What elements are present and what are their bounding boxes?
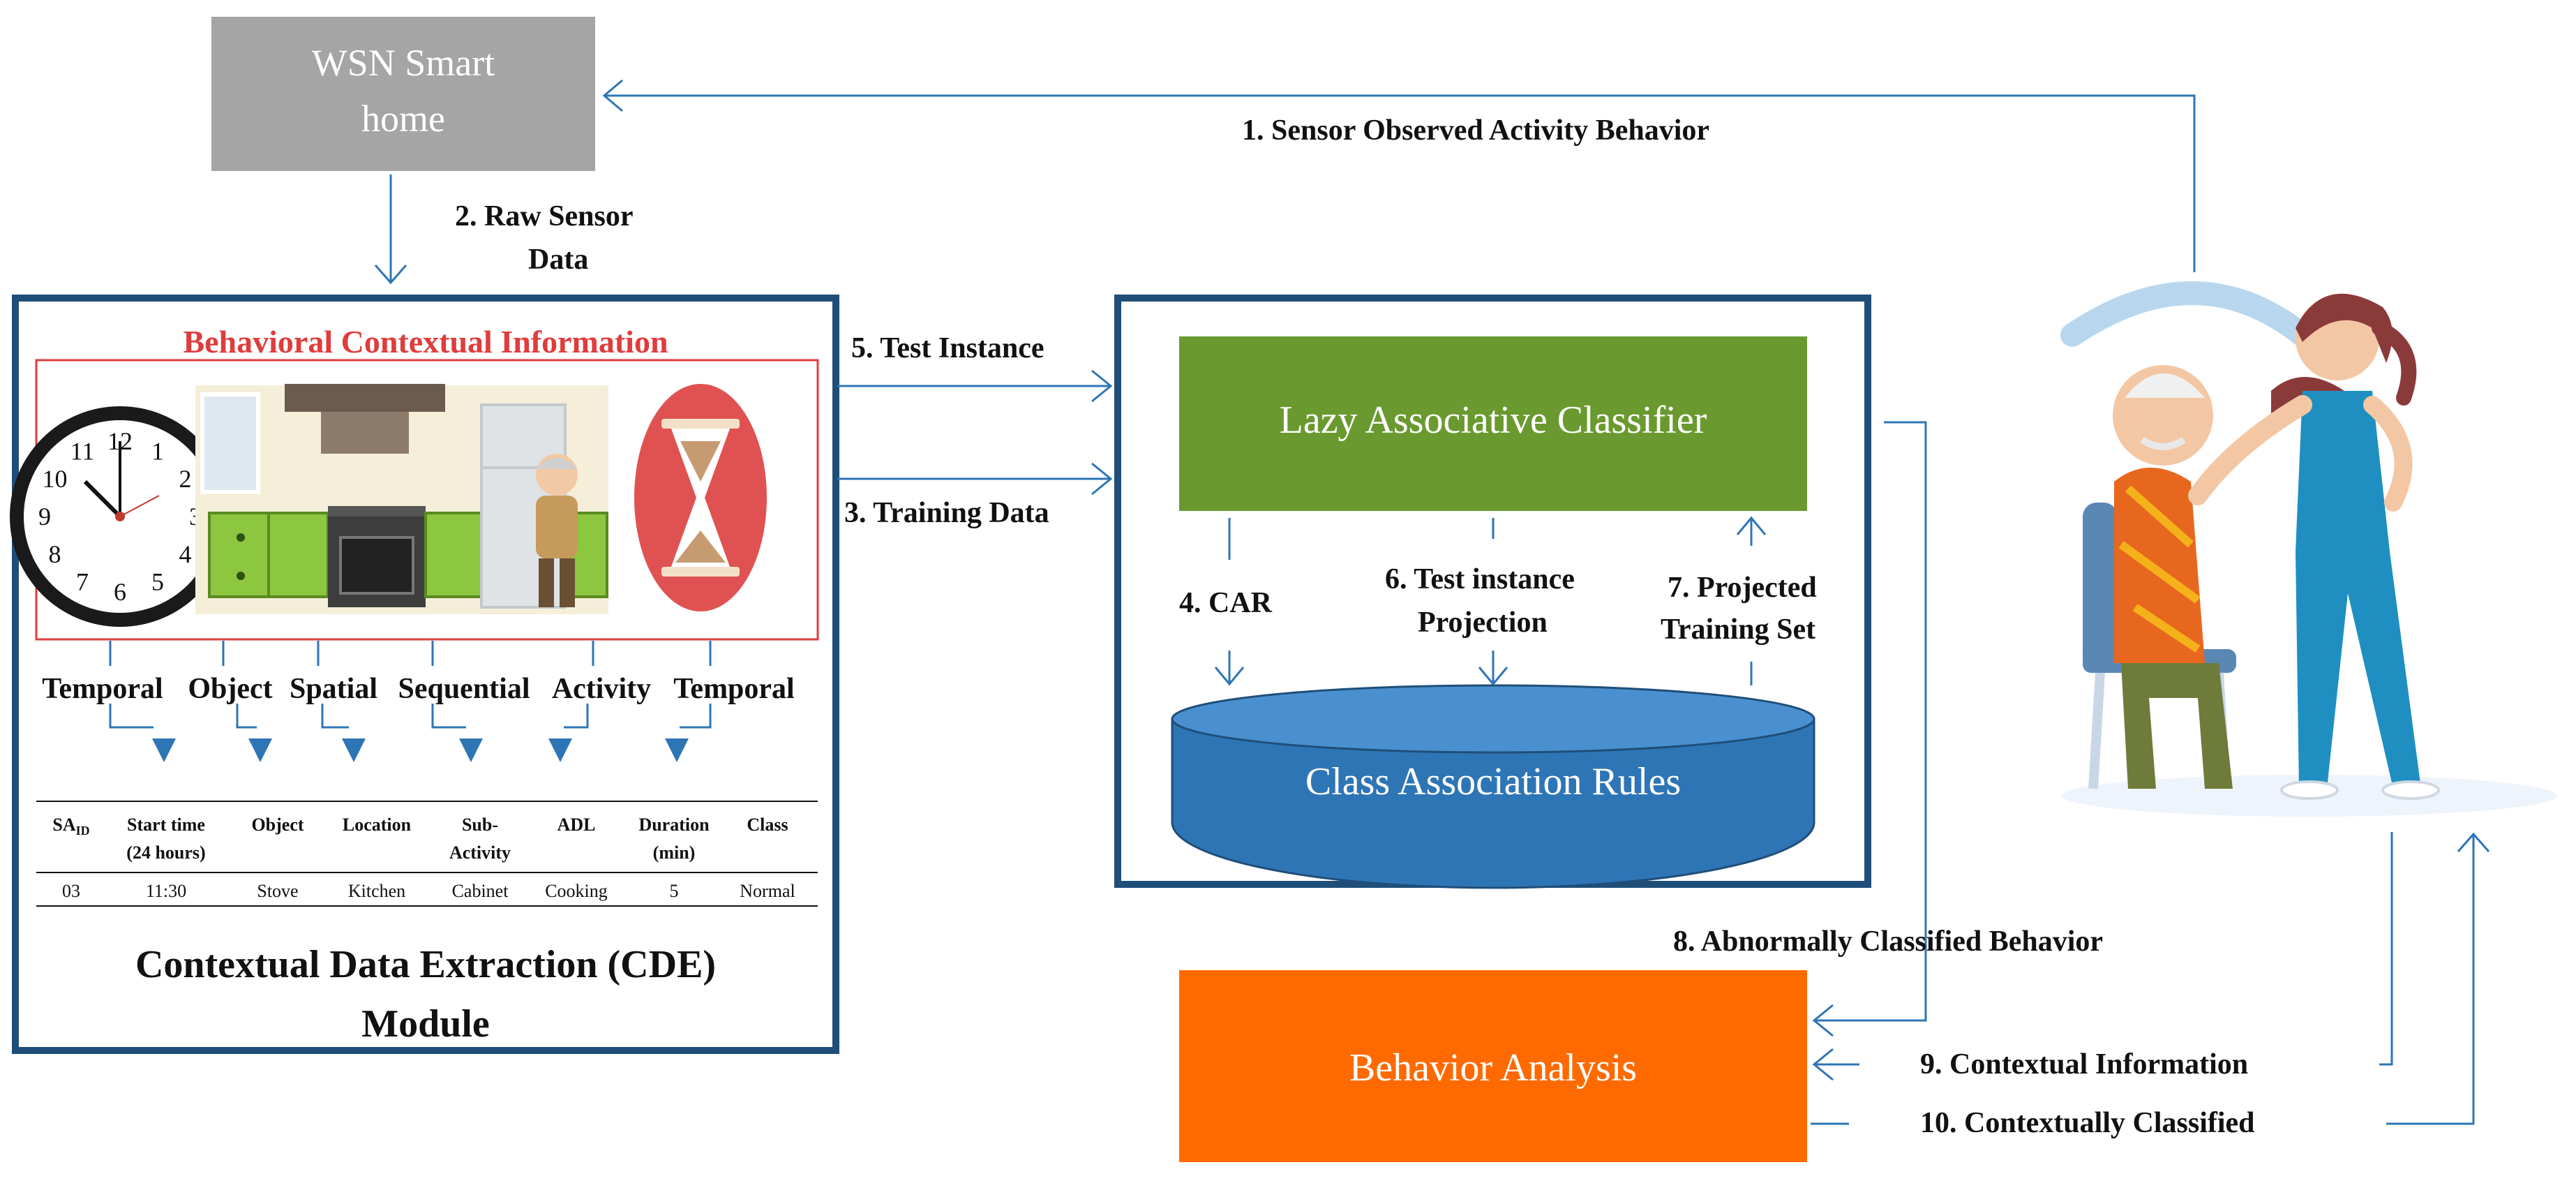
- behavior-analysis-label: Behavior Analysis: [1349, 1046, 1637, 1090]
- table-header-start-time: Start time: [127, 815, 205, 835]
- behavioral-context-title: Behavioral Contextual Information: [183, 324, 668, 359]
- class-association-rules-database: Class Association Rules: [1171, 684, 1815, 889]
- table-cell: Cooking: [545, 881, 608, 901]
- table-header-sub-activity-2: Activity: [449, 842, 511, 863]
- flow-4-arrow: [1214, 518, 1245, 686]
- flow-7-label-b: Training Set: [1661, 614, 1815, 646]
- table-header-duration-2: (min): [653, 842, 696, 863]
- clock-numeral: 1: [151, 438, 164, 466]
- table-row: 03 11:30 Stove Kitchen Cabinet Cooking 5…: [62, 881, 795, 901]
- clock-numeral: 7: [76, 568, 89, 596]
- flow-1-arrow: [602, 79, 2196, 272]
- clock-numeral: 6: [114, 578, 126, 606]
- table-cell: Kitchen: [348, 881, 405, 901]
- flow-8-label: 8. Abnormally Classified Behavior: [1673, 926, 2103, 958]
- flow-4-label: 4. CAR: [1179, 587, 1273, 619]
- table-header-location: Location: [343, 815, 412, 835]
- flow-9-arrow: [1812, 832, 2393, 1081]
- kitchen-scene-icon: [195, 384, 608, 614]
- table-header-adl: ADL: [557, 815, 596, 835]
- flow-5-label: 5. Test Instance: [851, 332, 1044, 364]
- flow-10-label: 10. Contextually Classified: [1920, 1107, 2255, 1139]
- clock-numeral: 11: [70, 438, 95, 466]
- table-header-said: SAID: [52, 815, 89, 838]
- flow-2-label-a: 2. Raw Sensor: [455, 200, 634, 232]
- context-label-spatial: Spatial: [290, 673, 377, 705]
- flow-2-arrow: [374, 174, 407, 285]
- context-label-temporal-2: Temporal: [673, 673, 794, 705]
- cde-module-title-line2: Module: [361, 1002, 490, 1046]
- lazy-associative-classifier-box: Lazy Associative Classifier: [1179, 336, 1807, 511]
- flow-10-arrow: [1811, 832, 2490, 1125]
- wsn-smart-home-box: WSN Smart home: [211, 17, 595, 171]
- flow-9-label: 9. Contextual Information: [1920, 1048, 2248, 1080]
- table-cell: 03: [62, 881, 80, 901]
- table-header-object: Object: [251, 815, 304, 835]
- clock-numeral: 5: [151, 568, 164, 596]
- table-header-duration: Duration: [638, 815, 710, 835]
- table-cell: Normal: [740, 881, 795, 901]
- wsn-line1: WSN Smart: [312, 42, 495, 84]
- hourglass-icon: [634, 384, 767, 611]
- table-cell: 11:30: [146, 881, 186, 901]
- context-label-activity: Activity: [552, 673, 651, 705]
- table-cell: Stove: [257, 881, 298, 901]
- car-label: Class Association Rules: [1305, 760, 1681, 803]
- context-data-table: SAID Start time (24 hours) Object Locati…: [36, 801, 818, 907]
- clock-numeral: 8: [49, 540, 61, 568]
- lac-label: Lazy Associative Classifier: [1280, 399, 1707, 442]
- clock-numeral: 10: [43, 465, 68, 493]
- behavior-analysis-box: Behavior Analysis: [1179, 970, 1807, 1162]
- table-header-row: SAID Start time (24 hours) Object Locati…: [52, 815, 788, 863]
- flow-7-arrow: [1736, 516, 1767, 685]
- flow-8-arrow: [1812, 421, 1927, 1037]
- context-labels: Temporal Object Spatial Sequential Activ…: [42, 673, 794, 705]
- flow-1-label: 1. Sensor Observed Activity Behavior: [1242, 114, 1709, 147]
- table-header-sub-activity: Sub-: [462, 815, 498, 835]
- flow-3-arrow: [837, 462, 1113, 496]
- context-arrowheads: [152, 738, 689, 762]
- table-cell: Cabinet: [452, 881, 509, 901]
- table-header-start-time-2: (24 hours): [126, 842, 205, 863]
- cde-module-title-line1: Contextual Data Extraction (CDE): [135, 943, 716, 986]
- context-label-sequential: Sequential: [398, 673, 530, 705]
- clock-numeral: 9: [38, 503, 51, 530]
- table-header-class: Class: [747, 815, 788, 835]
- clock-icon: 121234567891011: [10, 406, 230, 627]
- flow-3-label: 3. Training Data: [844, 497, 1049, 529]
- caregiver-elderly-illustration: [2060, 281, 2557, 817]
- context-connectors: [109, 641, 712, 729]
- flow-2-label-b: Data: [528, 244, 588, 276]
- flow-7-label-a: 7. Projected: [1668, 572, 1817, 604]
- clock-numeral: 4: [179, 540, 192, 568]
- flow-6-arrow: [1478, 518, 1508, 686]
- cde-module-frame: [12, 295, 839, 1054]
- clock-numeral: 2: [179, 465, 192, 493]
- wsn-line2: home: [361, 98, 445, 140]
- flow-6-label-b: Projection: [1418, 607, 1548, 639]
- context-label-object: Object: [188, 673, 272, 705]
- flow-5-arrow: [837, 369, 1113, 403]
- table-cell: 5: [670, 881, 679, 901]
- context-label-temporal-1: Temporal: [42, 673, 163, 705]
- flow-6-label-a: 6. Test instance: [1385, 563, 1575, 595]
